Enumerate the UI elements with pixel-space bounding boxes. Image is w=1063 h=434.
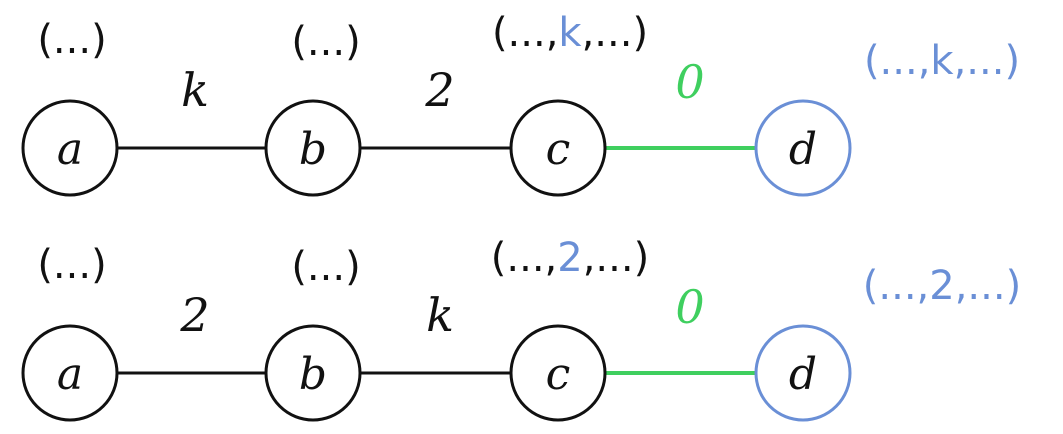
tuple-prefix: (...) — [291, 244, 360, 290]
node-c-label: c — [546, 349, 571, 400]
node-d-label: d — [789, 349, 817, 400]
node-a-tuple: (...) — [37, 17, 106, 63]
node-d-circle — [754, 99, 852, 197]
node-c-label: c — [546, 124, 571, 175]
tuple-mid: 2 — [929, 263, 954, 309]
edge-weight-label: 0 — [675, 55, 704, 109]
node-b-tuple: (...) — [291, 19, 360, 65]
tuple-prefix: (..., — [492, 10, 558, 56]
tuple-prefix: (..., — [491, 235, 557, 281]
tuple-mid: k — [930, 38, 954, 84]
edge-weight-label: 0 — [675, 280, 704, 334]
node-a-tuple: (...) — [37, 242, 106, 288]
node-a-label: a — [57, 349, 83, 400]
node-c-tuple: (...,2,...) — [491, 235, 649, 281]
tuple-prefix: (...) — [37, 242, 106, 288]
tuple-prefix: (..., — [863, 263, 929, 309]
node-b-circle — [264, 99, 362, 197]
node-b-circle — [264, 324, 362, 422]
node-a-circle — [21, 324, 119, 422]
tuple-suffix: ,...) — [955, 263, 1021, 309]
edge-weight-label: k — [181, 63, 209, 117]
node-c-circle — [509, 99, 607, 197]
tuple-mid: k — [558, 10, 582, 56]
tuple-prefix: (...) — [37, 17, 106, 63]
node-a-circle — [21, 99, 119, 197]
tuple-prefix: (..., — [864, 38, 930, 84]
tuple-suffix: ,...) — [583, 235, 649, 281]
node-b-label: b — [299, 349, 327, 400]
node-c-circle — [509, 324, 607, 422]
edge-weight-label: 2 — [424, 63, 454, 117]
node-d-tuple: (...,2,...) — [863, 263, 1021, 309]
node-b-label: b — [299, 124, 327, 175]
tuple-suffix: ,...) — [954, 38, 1020, 84]
node-b-tuple: (...) — [291, 244, 360, 290]
edge-weight-label: 2 — [179, 288, 209, 342]
node-d-label: d — [789, 124, 817, 175]
node-a-label: a — [57, 124, 83, 175]
node-c-tuple: (...,k,...) — [492, 10, 648, 56]
edge-weight-label: k — [426, 288, 454, 342]
tuple-suffix: ,...) — [582, 10, 648, 56]
node-d-tuple: (...,k,...) — [864, 38, 1020, 84]
tuple-mid: 2 — [557, 235, 582, 281]
tuple-prefix: (...) — [291, 19, 360, 65]
node-d-circle — [754, 324, 852, 422]
